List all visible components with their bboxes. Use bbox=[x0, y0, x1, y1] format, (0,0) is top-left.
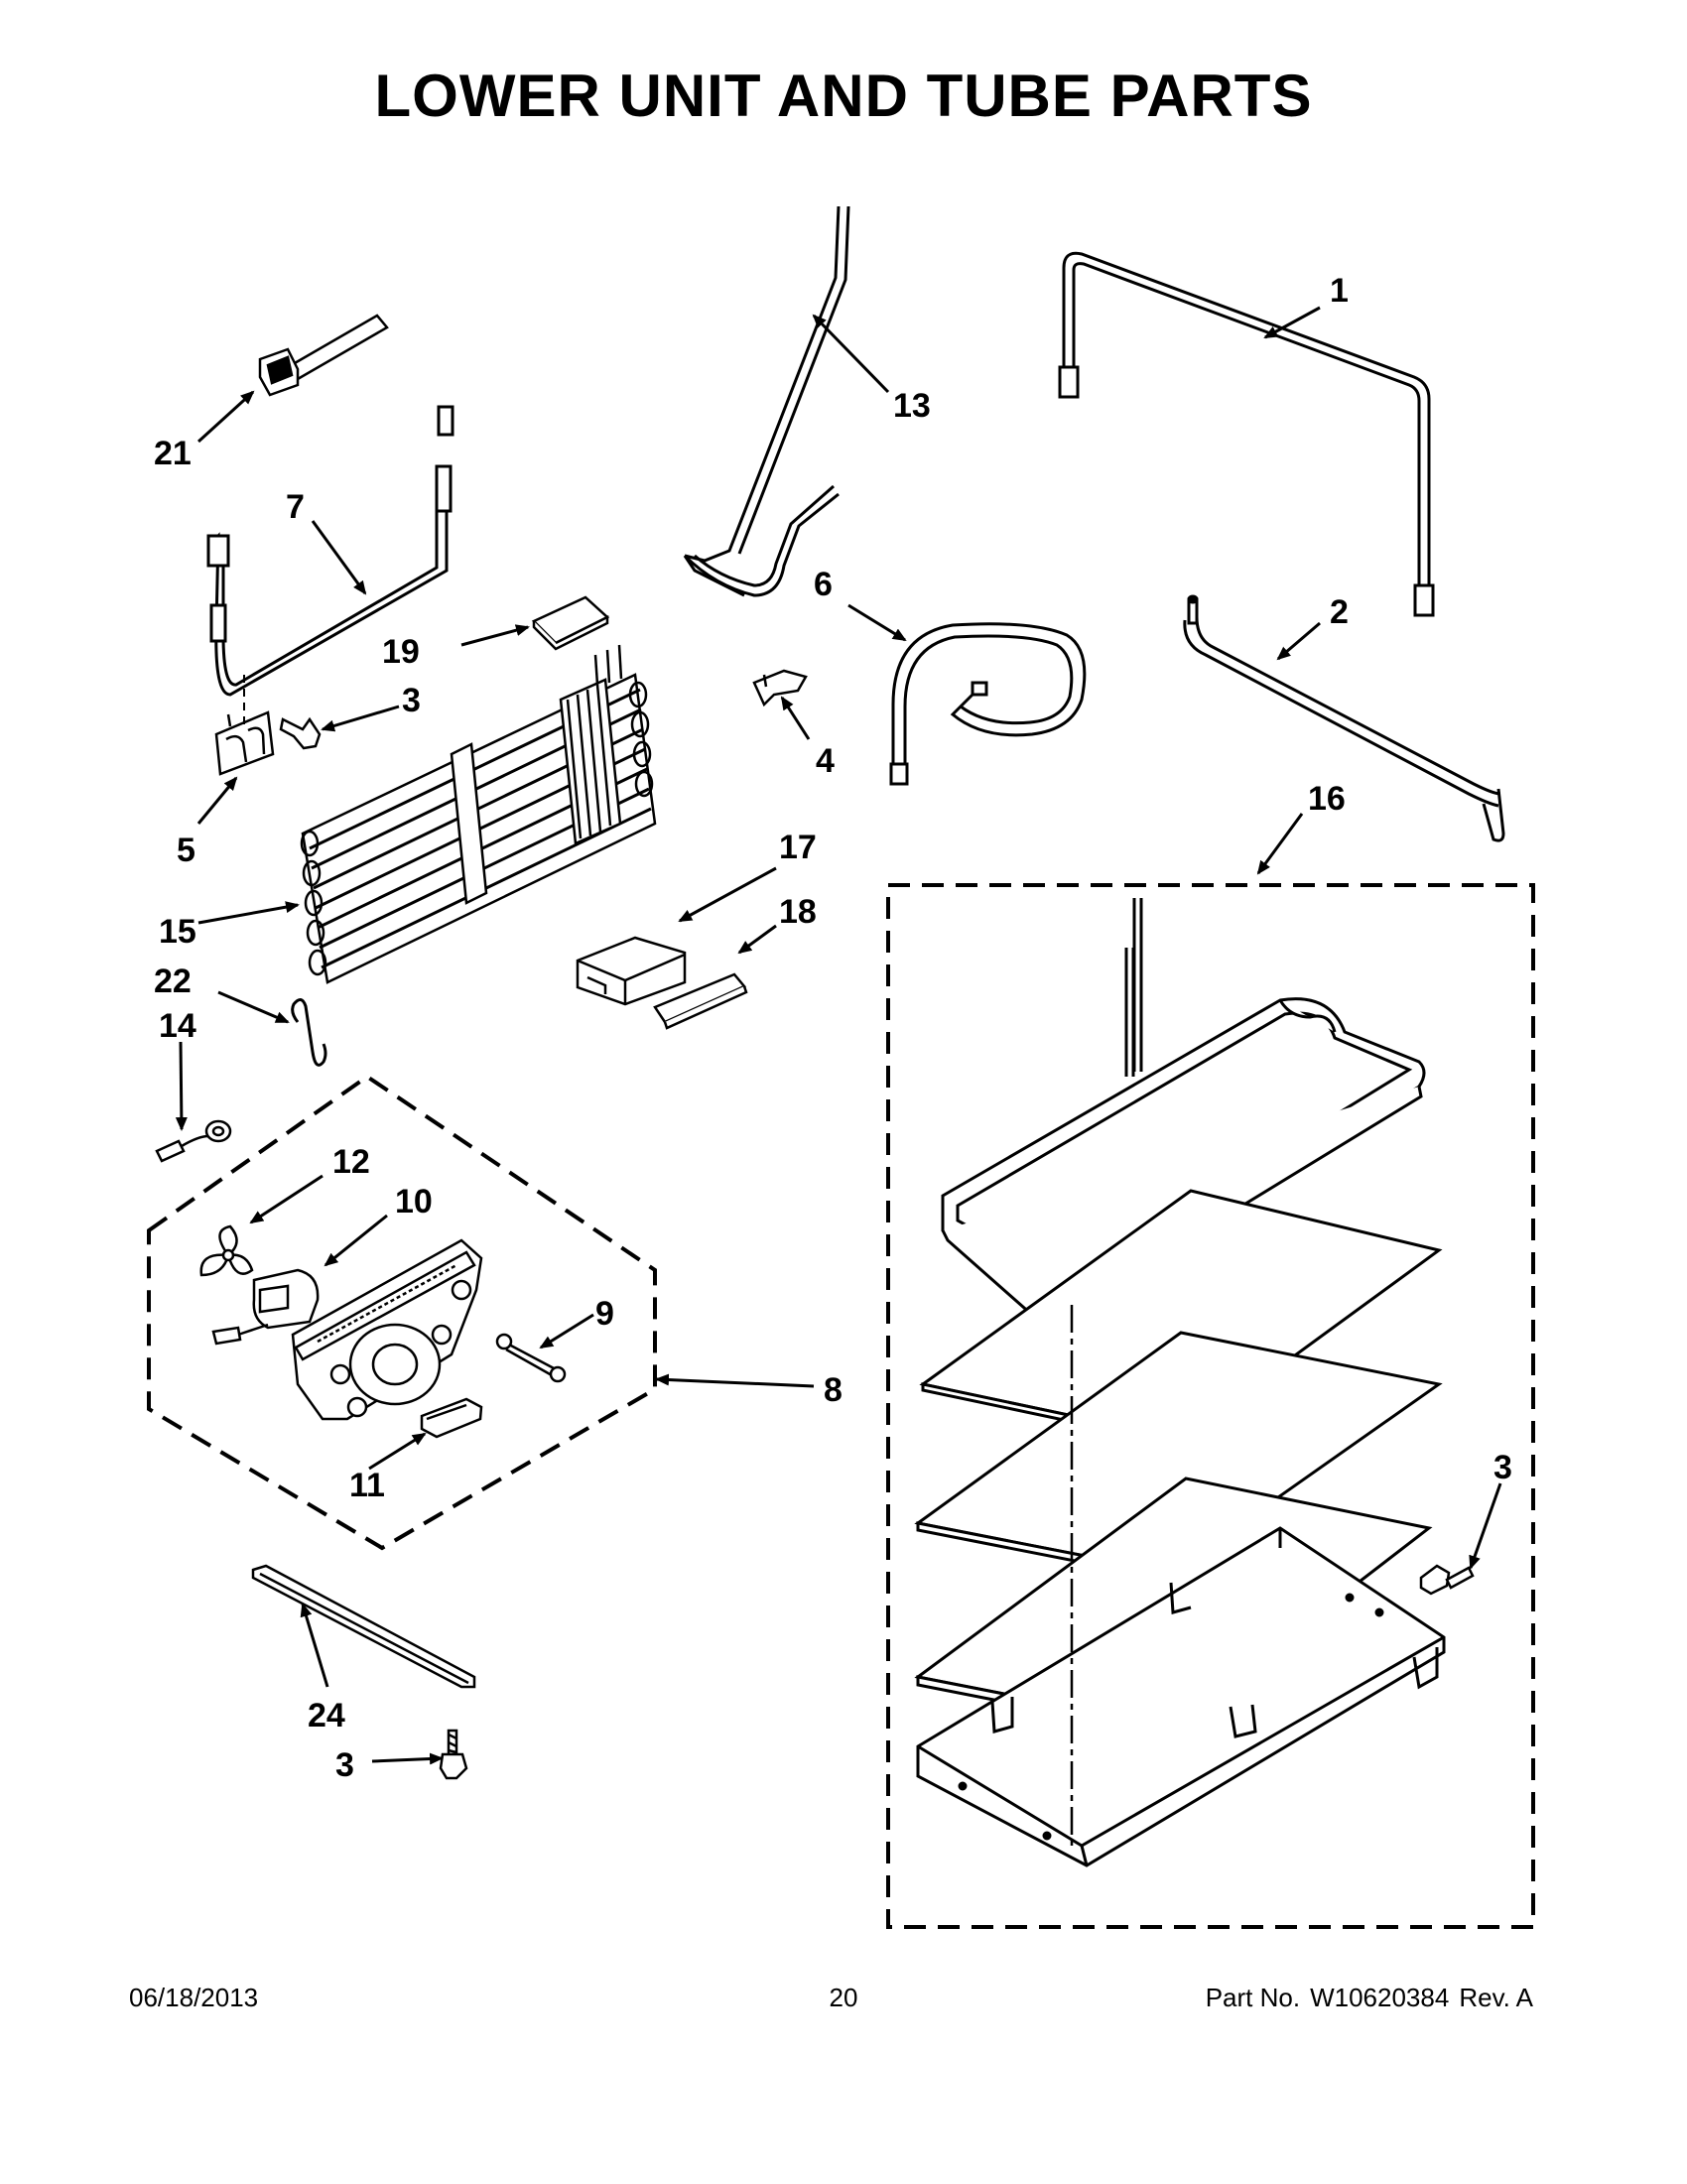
callout-3-bottom: 3 bbox=[335, 1746, 354, 1784]
part-3-screw-bottom bbox=[439, 1729, 468, 1780]
callout-7: 7 bbox=[286, 488, 305, 526]
revision: Rev. A bbox=[1459, 1983, 1533, 2012]
part-4-clip bbox=[752, 669, 808, 707]
part-21-cable-tie bbox=[258, 314, 389, 397]
callout-2: 2 bbox=[1330, 593, 1349, 631]
callout-12: 12 bbox=[332, 1143, 370, 1181]
callout-16: 16 bbox=[1308, 780, 1346, 818]
callout-17: 17 bbox=[779, 829, 817, 866]
part-no-label: Part No. bbox=[1205, 1983, 1301, 2012]
footer-date: 06/18/2013 bbox=[129, 1983, 259, 2012]
part-12-fan-blade bbox=[199, 1224, 254, 1277]
callout-3-right: 3 bbox=[1493, 1449, 1512, 1486]
callout-14: 14 bbox=[159, 1007, 196, 1045]
callout-11: 11 bbox=[349, 1467, 385, 1504]
part-22-s-hook bbox=[291, 998, 327, 1067]
callout-22: 22 bbox=[154, 963, 192, 1000]
part-8-fan-housing bbox=[291, 1238, 483, 1421]
assembly-8-outline bbox=[147, 1074, 657, 1551]
part-19-pad bbox=[531, 595, 610, 651]
part-no-value: W10620384 bbox=[1310, 1983, 1450, 2012]
callout-3-top: 3 bbox=[402, 682, 421, 719]
callout-19: 19 bbox=[382, 633, 420, 671]
callout-18: 18 bbox=[779, 893, 817, 931]
part-14-sensor bbox=[155, 1119, 232, 1163]
part-10-fan-motor bbox=[211, 1268, 320, 1346]
callout-5: 5 bbox=[177, 832, 195, 869]
callout-8: 8 bbox=[824, 1371, 843, 1409]
part-6-capillary-tube bbox=[889, 622, 1087, 786]
part-9-bracket bbox=[495, 1333, 567, 1383]
part-15-evaporator bbox=[300, 644, 657, 984]
part-11-clip bbox=[420, 1397, 483, 1439]
callout-21: 21 bbox=[154, 435, 192, 472]
part-16-pan bbox=[916, 1526, 1446, 1867]
part-18-plate bbox=[653, 972, 748, 1030]
part-3-screw-right bbox=[1419, 1564, 1475, 1596]
footer-page-number: 20 bbox=[829, 1983, 858, 2012]
page-title: LOWER UNIT AND TUBE PARTS bbox=[374, 63, 1313, 129]
callout-9: 9 bbox=[595, 1295, 614, 1333]
part-24-strip bbox=[251, 1564, 476, 1689]
part-5-bracket bbox=[214, 710, 275, 776]
part-17-bracket bbox=[576, 936, 687, 1006]
callout-6: 6 bbox=[814, 566, 833, 603]
callout-13: 13 bbox=[893, 387, 931, 425]
callout-1: 1 bbox=[1330, 272, 1349, 310]
leader-arrows bbox=[175, 306, 1502, 1765]
callout-labels: 1 2 13 6 21 7 19 3 4 5 16 15 17 18 22 14… bbox=[154, 272, 1512, 1784]
callout-10: 10 bbox=[395, 1183, 433, 1220]
part-3-screw-top bbox=[279, 716, 322, 750]
part-1-tube bbox=[1058, 251, 1435, 617]
callout-4: 4 bbox=[816, 742, 835, 780]
footer-part-number: Part No. W10620384 Rev. A bbox=[1206, 1983, 1533, 2013]
part-2-tube bbox=[1183, 594, 1505, 842]
assembly-16-outline bbox=[886, 883, 1535, 1929]
callout-15: 15 bbox=[159, 913, 196, 951]
part-7-wire-harness bbox=[206, 405, 454, 697]
callout-24: 24 bbox=[308, 1697, 345, 1734]
part-13-tube bbox=[683, 205, 850, 597]
